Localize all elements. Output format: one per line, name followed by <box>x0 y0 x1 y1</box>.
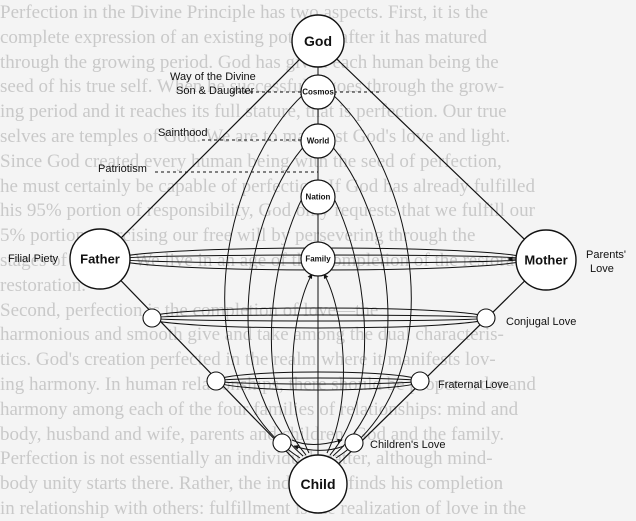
background-text-line: harmonious and smooth give and take amon… <box>0 324 504 346</box>
background-text-line: Perfection is not essentially an individ… <box>0 448 493 470</box>
childrens-love-arrows <box>100 256 540 451</box>
right-child-2 <box>410 371 430 391</box>
node-cosmos-label: Cosmos <box>302 88 334 97</box>
background-text-line: restoration. <box>0 274 87 296</box>
background-text-line: through the growing period. God has give… <box>0 51 499 73</box>
background-text-line: ing period and it reaches its full statu… <box>0 101 507 123</box>
node-father: Father <box>69 228 131 290</box>
background-text-line: body unity starts there. Rather, the ind… <box>0 473 504 495</box>
right-child-3 <box>344 433 364 453</box>
node-mother: Mother <box>515 229 577 291</box>
background-text-line: Perfection in the Divine Principle has t… <box>0 2 489 23</box>
background-text-line: tics. God's creation perfected in the re… <box>0 349 496 371</box>
label-conjugal-love: Conjugal Love <box>506 316 576 328</box>
node-child: Child <box>288 454 348 514</box>
left-child-2 <box>206 371 226 391</box>
label-way-line1: Way of the Divine <box>170 71 256 83</box>
label-parents-love-line2: Love <box>590 263 614 275</box>
node-family: Family <box>300 241 336 277</box>
node-father-label: Father <box>80 252 120 267</box>
node-nation: Nation <box>300 179 336 215</box>
child-circles <box>142 308 496 453</box>
background-text-line: in relationship with others: fulfillment… <box>0 498 527 519</box>
left-child-1 <box>142 308 162 328</box>
node-world-label: World <box>307 137 330 146</box>
label-sainthood: Sainthood <box>158 127 208 139</box>
node-family-label: Family <box>305 255 331 264</box>
label-fraternal-love: Fraternal Love <box>438 379 509 391</box>
node-god-label: God <box>304 33 332 49</box>
background-text-line: he must certainly be capable of perfecti… <box>0 175 535 197</box>
node-child-label: Child <box>301 476 336 492</box>
label-patriotism: Patriotism <box>98 163 147 175</box>
background-text-line: Since God created every human being with… <box>0 150 502 172</box>
node-world: World <box>300 123 336 159</box>
node-cosmos: Cosmos <box>300 74 336 110</box>
node-god: God <box>291 14 345 68</box>
background-text-line: selves are temples of God. We are to man… <box>0 126 511 147</box>
node-mother-label: Mother <box>524 253 567 268</box>
ascending-arcs <box>224 92 412 459</box>
node-nation-label: Nation <box>306 193 331 202</box>
label-way-line2: Son & Daughter <box>176 85 255 97</box>
left-child-3 <box>272 433 292 453</box>
right-child-1 <box>476 308 496 328</box>
label-childrens-love: Children's Love <box>370 439 445 451</box>
label-filial-piety: Filial Piety <box>8 253 59 265</box>
background-text-line: complete expression of an existing poten… <box>0 26 487 48</box>
label-parents-love-line1: Parents' <box>586 249 626 261</box>
background-text-line: body, husband and wife, parents and chil… <box>0 423 505 445</box>
